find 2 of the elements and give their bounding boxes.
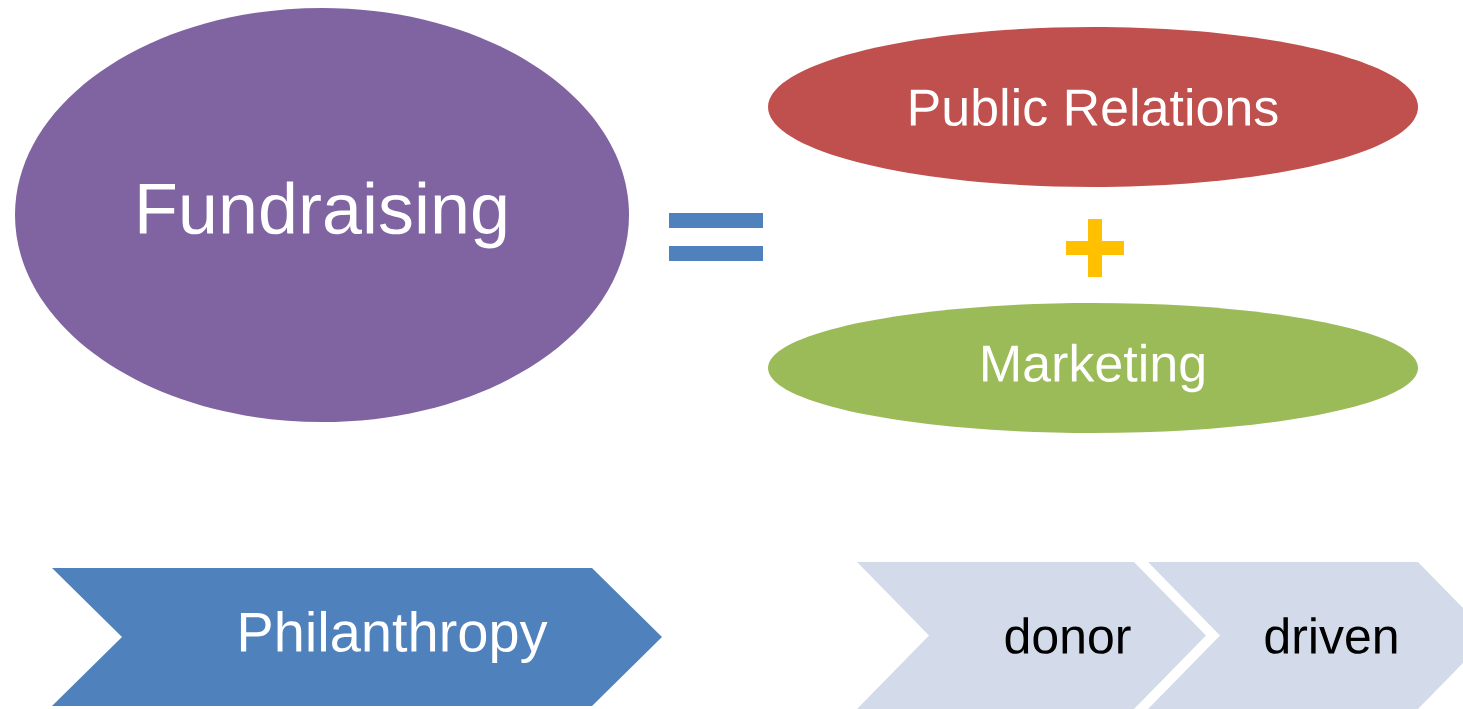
node-label: driven [1265,617,1397,654]
node-label: donor [1005,617,1131,654]
